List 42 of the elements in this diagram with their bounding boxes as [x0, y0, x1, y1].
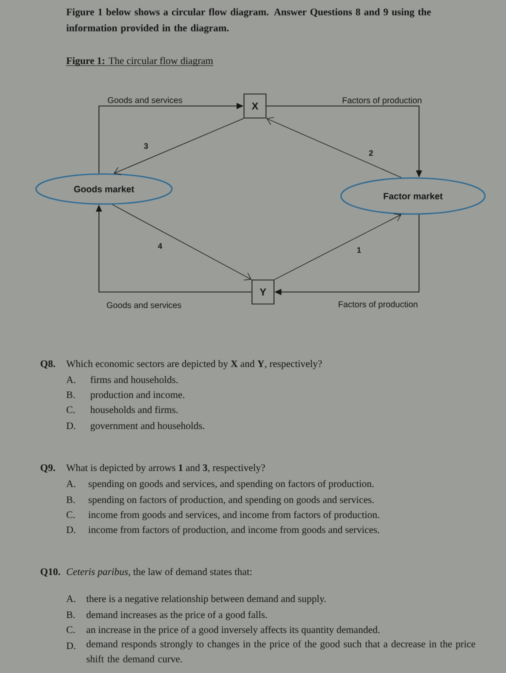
option-letter: C. [66, 511, 75, 518]
option-letter: C. [66, 626, 75, 634]
option-letter: A. [66, 376, 76, 384]
letter-box: X [244, 94, 266, 118]
question-number: Q10. [40, 568, 60, 577]
edge-label: Goods and services [106, 302, 182, 308]
question-text: demand responds strongly to changes in the price of the good such that a decrease in the price shift the demand curve. [86, 640, 476, 662]
option-letter: D. [66, 526, 76, 534]
question-text: firms and households. [90, 376, 178, 384]
option-letter: B. [66, 496, 75, 504]
edge-label: Goods and services [108, 96, 182, 104]
question-text: demand increases as the price of a good falls. [86, 610, 267, 620]
letter-box: Y [252, 280, 274, 304]
question-number: Q9. [40, 464, 56, 473]
arrow [266, 117, 402, 178]
option-letter: C. [66, 406, 75, 414]
question-text: Ceteris paribus, the law of demand states that: [66, 568, 252, 578]
arrow [114, 118, 244, 175]
question-text: spending on goods and services, and spending on factors of production. [88, 480, 374, 490]
question-number: Q8. [40, 360, 56, 369]
option-letter: A. [66, 480, 76, 488]
arrow [112, 204, 252, 280]
question-text: production and income. [90, 391, 184, 400]
question-text: households and firms. [90, 406, 178, 414]
question-text: there is a negative relationship between demand and supply. [86, 595, 326, 604]
question-text: spending on factors of production, and spending on goods and services. [88, 496, 374, 506]
edge-label: Factors of production [338, 301, 418, 309]
question-text: government and households. [90, 422, 204, 432]
option-letter: D. [66, 642, 76, 650]
question-text: income from goods and services, and income from factors of production. [88, 510, 380, 520]
instruction-text: Figure 1 below shows a circular flow diagram. Answer Questions 8 and 9 using the information provided in the diagram. [66, 8, 431, 34]
option-letter: D. [66, 422, 76, 430]
question-text: What is depicted by arrows 1 and 3, respectively? [66, 464, 265, 474]
arrow [274, 214, 402, 280]
edge-label: Factors of production [342, 97, 422, 105]
question-text: income from factors of production, and income from goods and services. [88, 526, 380, 536]
question-text: Which economic sectors are depicted by X and Y, respectively? [66, 360, 322, 370]
question-text: an increase in the price of a good inversely affects its quantity demanded. [86, 626, 380, 636]
option-letter: B. [66, 391, 75, 398]
figure-title: Figure 1: The circular flow diagram [66, 56, 214, 66]
option-letter: B. [66, 611, 75, 618]
option-letter: A. [66, 595, 76, 602]
